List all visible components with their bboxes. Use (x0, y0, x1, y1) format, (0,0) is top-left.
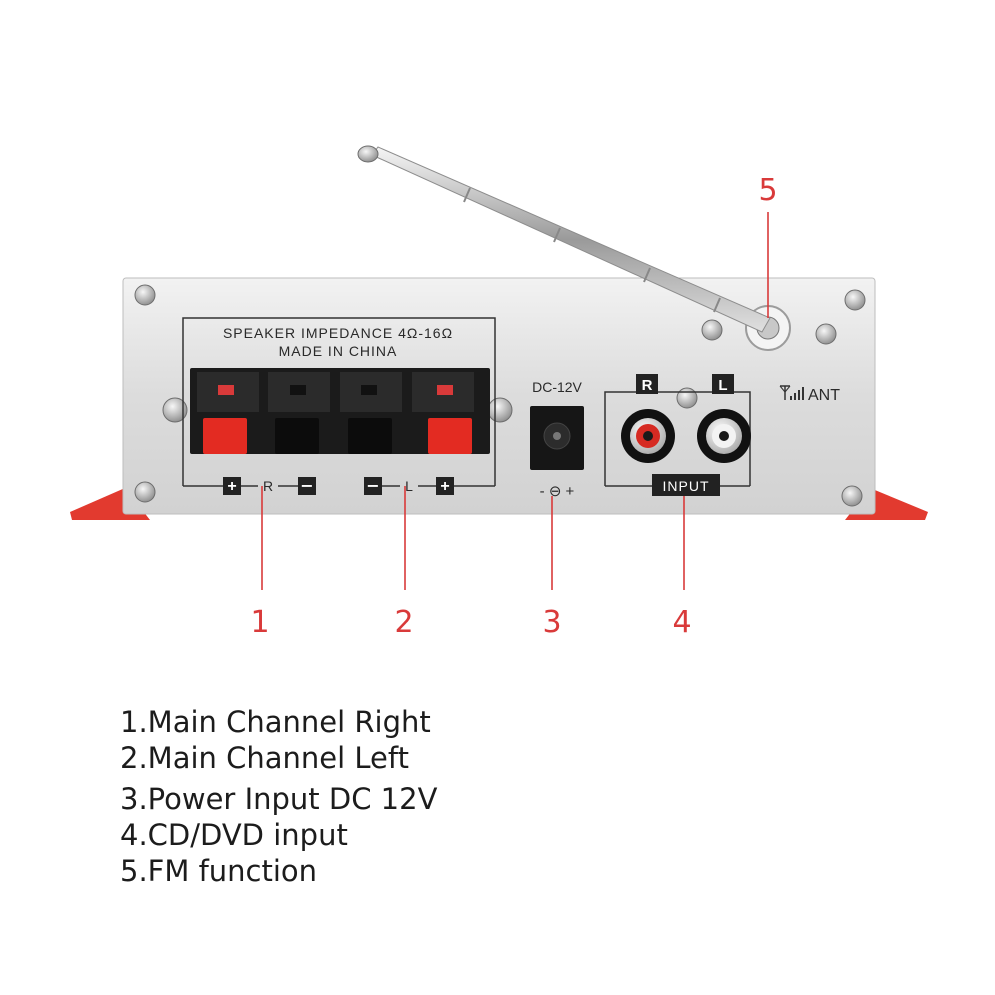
speaker-polarity: + R − − L + (182, 470, 496, 495)
callout-2: 2 (394, 605, 413, 640)
callout-3: 3 (542, 605, 561, 640)
speaker-terminals (190, 368, 490, 454)
dc-voltage-label: DC-12V (532, 379, 582, 395)
feature-legend: 1.Main Channel Right 2.Main Channel Left… (120, 704, 437, 889)
right-minus-label: − (300, 476, 313, 495)
antenna-rod (357, 145, 791, 351)
rca-jack-left (697, 409, 751, 463)
legend-item-5: 5.FM function (120, 854, 318, 888)
front-panel (122, 277, 876, 515)
legend-item-4: 4.CD/DVD input (120, 818, 348, 852)
ant-label: ANT (808, 387, 840, 404)
left-plus-label: + (440, 478, 449, 495)
panel-screws (134, 284, 866, 507)
antenna-icon (779, 385, 804, 400)
left-minus-label: − (366, 476, 379, 495)
input-r-label: R (642, 377, 653, 394)
legend-item-3: 3.Power Input DC 12V (120, 782, 438, 816)
left-speaker-label: L (405, 478, 413, 494)
right-speaker-label: R (263, 478, 273, 494)
dc-polarity-label: - ⊖ + (540, 483, 575, 500)
callout-4: 4 (672, 605, 691, 640)
made-in-label: MADE IN CHINA (279, 343, 398, 359)
callout-lines (261, 212, 769, 590)
speaker-frame (182, 317, 496, 470)
legend-item-2: 2.Main Channel Left (120, 741, 409, 775)
callout-5: 5 (758, 173, 777, 208)
dc-jack (530, 406, 584, 470)
callout-1: 1 (250, 605, 269, 640)
legend-item-1: 1.Main Channel Right (120, 705, 431, 739)
rca-jack-right (621, 409, 675, 463)
input-l-label: L (718, 377, 727, 394)
input-label: INPUT (663, 478, 710, 494)
right-plus-label: + (227, 478, 236, 495)
impedance-label: SPEAKER IMPEDANCE 4Ω-16Ω (223, 325, 453, 341)
